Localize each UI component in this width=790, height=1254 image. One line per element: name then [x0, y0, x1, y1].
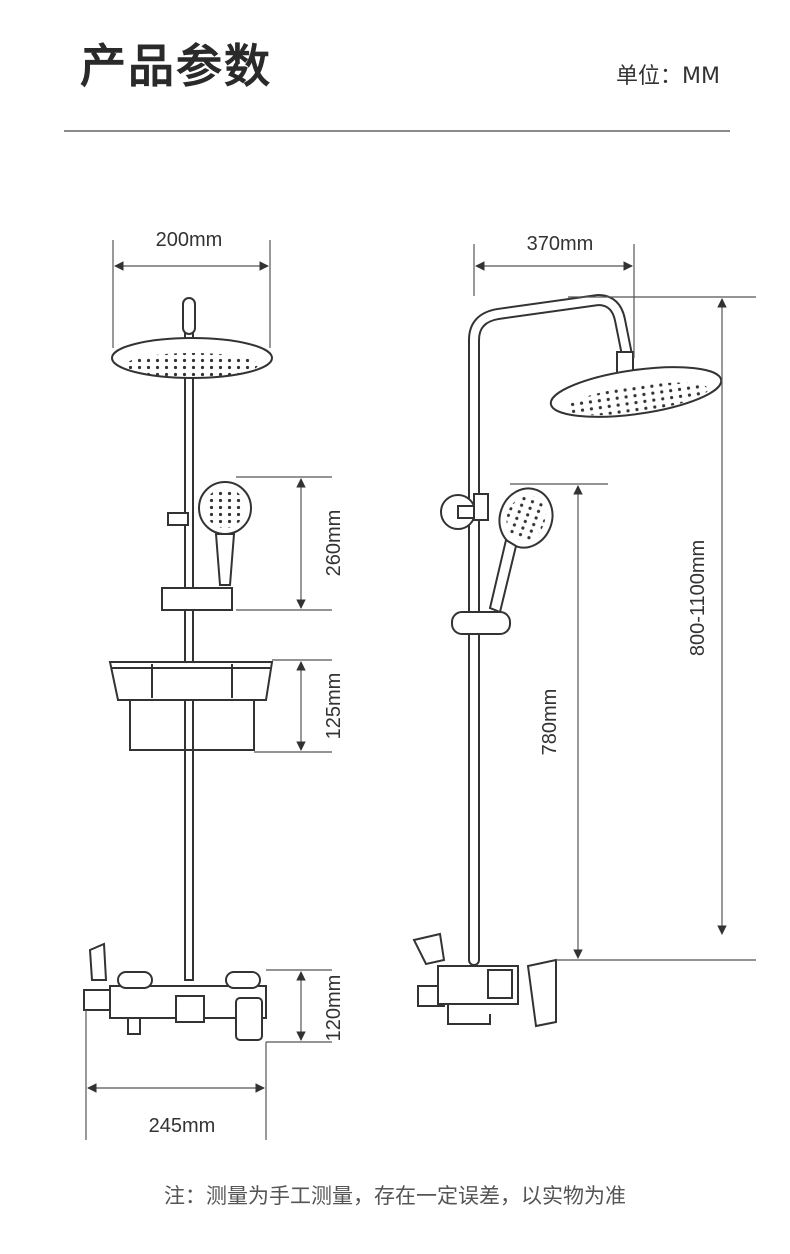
front-dimension-lines [85, 240, 332, 1140]
front-slider [161, 587, 233, 611]
side-slider [451, 611, 511, 635]
dim-label-800-1100: 800-1100mm [687, 540, 709, 656]
dim-label-245: 245mm [149, 1115, 216, 1137]
dim-label-260: 260mm [323, 510, 345, 577]
side-hand-shower-handle [488, 538, 518, 614]
page-title: 产品参数 [80, 39, 272, 93]
front-towel-bar [129, 700, 255, 751]
dim-label-780: 780mm [539, 689, 561, 756]
unit-label: 单位：MM [616, 64, 720, 89]
front-bidet-sprayer [88, 942, 108, 981]
footer-note: 注：测量为手工测量，存在一定误差，以实物为准 [164, 1184, 626, 1208]
front-view [83, 297, 274, 1041]
dim-label-125: 125mm [323, 673, 345, 740]
header-divider [64, 130, 730, 132]
front-riser-pipe [184, 329, 194, 981]
front-bracket [167, 512, 189, 526]
front-hand-shower-handle [214, 533, 236, 586]
dim-label-120: 120mm [323, 975, 345, 1042]
front-top-nozzle [182, 297, 196, 335]
side-mixer-handle [526, 958, 557, 1028]
side-spout [447, 1004, 491, 1025]
side-dimension-lines [473, 244, 756, 961]
dim-label-370: 370mm [527, 233, 594, 255]
side-bidet-sprayer [412, 932, 446, 966]
front-mixer-handle [235, 997, 263, 1041]
side-view [412, 293, 723, 1028]
dim-label-200: 200mm [156, 229, 223, 251]
